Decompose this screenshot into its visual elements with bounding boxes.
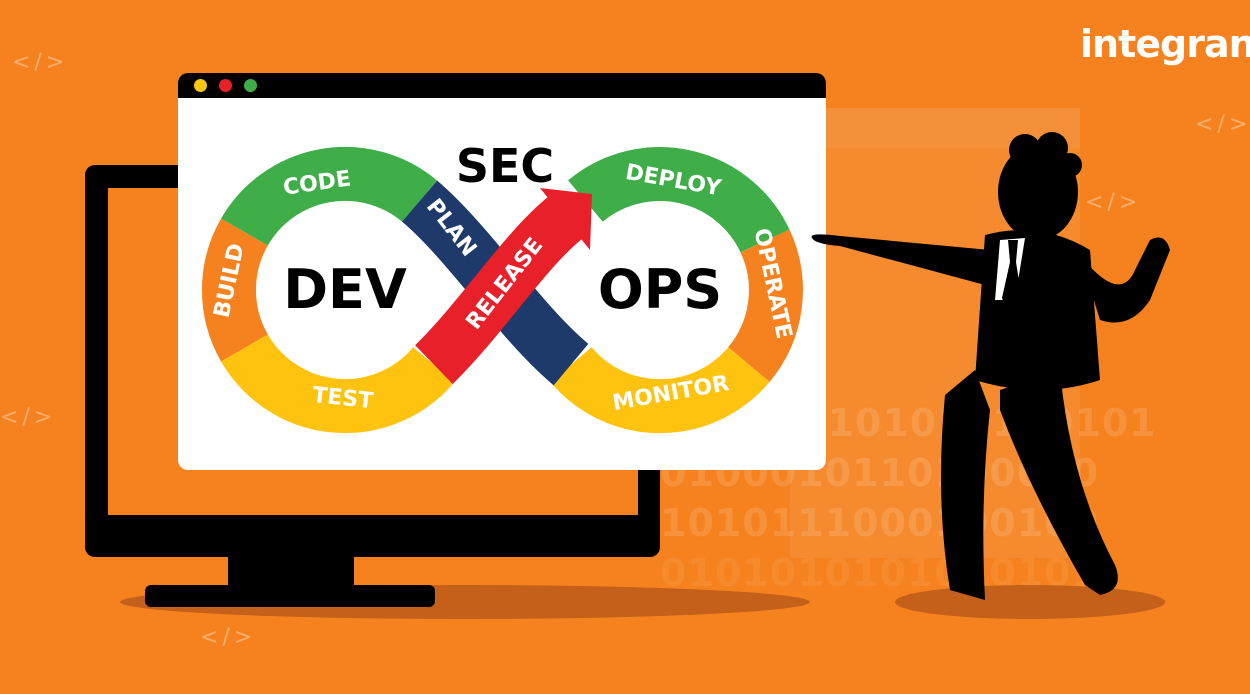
code-tag-icon: </> [1085, 190, 1142, 215]
window-dot-red [219, 79, 232, 92]
integrant-logo: integrant [1080, 22, 1250, 66]
stage-test-segment [221, 333, 455, 434]
person-head [998, 144, 1078, 240]
person-left-leg [941, 370, 990, 600]
window-dot-green [244, 79, 257, 92]
window-title-bar [178, 73, 826, 98]
code-tag-icon: </> [200, 625, 257, 650]
release-arrowhead-icon [540, 188, 592, 250]
person-pointing-arm [811, 234, 990, 285]
window-dot-yellow [194, 79, 207, 92]
monitor-neck [228, 555, 354, 590]
person-right-leg [1000, 370, 1118, 595]
code-tag-icon: </> [12, 50, 69, 75]
person-raised-arm [1080, 237, 1170, 323]
stage-build-segment [201, 218, 269, 362]
person-tie [1002, 240, 1022, 318]
ops-label: OPS [598, 258, 722, 321]
person-torso [975, 230, 1100, 390]
sec-heading: SEC [456, 139, 554, 193]
code-tag-icon: </> [0, 405, 57, 430]
stage-code-segment [221, 146, 437, 247]
monitor-base [145, 585, 435, 607]
stage-deploy-segment [568, 147, 790, 254]
code-tag-icon: </> [1195, 112, 1250, 137]
stage-operate-segment [727, 229, 803, 382]
stage-monitor-segment [550, 346, 770, 434]
dev-label: DEV [283, 258, 407, 321]
person-shadow [895, 585, 1165, 619]
stage-release-segment [414, 196, 583, 384]
